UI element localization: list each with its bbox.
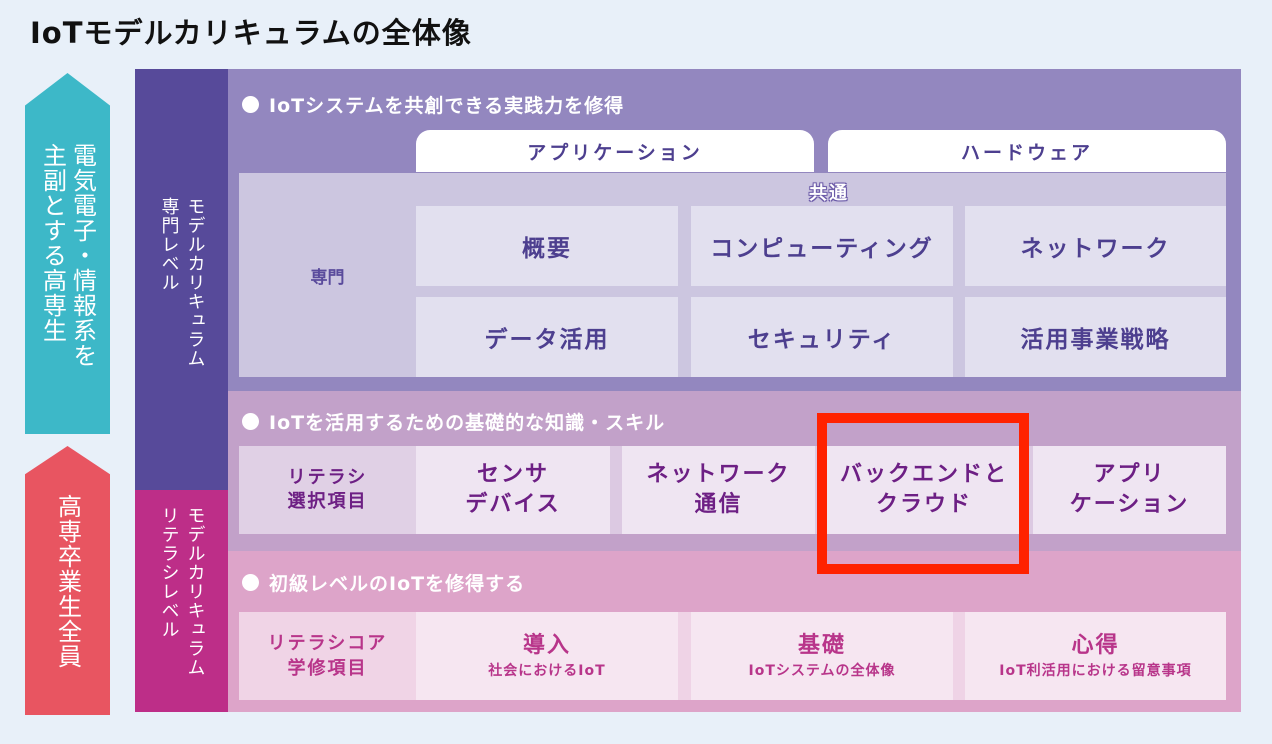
cell-main: 心得 <box>1071 633 1120 658</box>
cell-line1: アプリ <box>1093 462 1166 487</box>
cell-line2: クラウド <box>875 492 972 517</box>
literacy-level-bar: モデルカリキュラム リテラシレベル <box>135 490 228 712</box>
arrow-upper-label: 電気電子・情報系を 主副とする高専生 <box>38 143 97 368</box>
target-students-arrow-lower: 高専卒業生全員 <box>25 446 110 715</box>
literacy-level-label: モデルカリキュラム リテラシレベル <box>158 506 206 677</box>
cell-sub: IoT利活用における留意事項 <box>999 663 1192 679</box>
basic-cell-backend-cloud: バックエンドと クラウド <box>826 446 1022 534</box>
basic-section: IoTを活用するための基礎的な知識・スキル リテラシ 選択項目 センサ デバイス… <box>228 391 1241 551</box>
literacy-label-line1: リテラシコア <box>267 633 388 654</box>
expert-cell-security: セキュリティ <box>691 297 953 377</box>
literacy-cell-mindset: 心得 IoT利活用における留意事項 <box>965 612 1226 700</box>
expert-cell-network: ネットワーク <box>965 206 1226 286</box>
tab-hardware: ハードウェア <box>828 130 1226 172</box>
basic-heading-text: IoTを活用するための基礎的な知識・スキル <box>269 412 666 434</box>
basic-row-label: リテラシ 選択項目 <box>239 446 416 534</box>
literacy-label-line2: 学修項目 <box>287 658 368 679</box>
expert-cell-data: データ活用 <box>416 297 678 377</box>
expert-row-label: 専門 <box>310 267 345 288</box>
cell-sub: 社会におけるIoT <box>488 663 606 679</box>
literacy-cell-basics: 基礎 IoTシステムの全体像 <box>691 612 953 700</box>
literacy-row-label: リテラシコア 学修項目 <box>239 612 416 700</box>
expert-cell-overview: 概要 <box>416 206 678 286</box>
expert-cell-computing: コンピューティング <box>691 206 953 286</box>
cell-main: 導入 <box>522 633 571 658</box>
cell-line2: 通信 <box>694 492 743 517</box>
literacy-heading-text: 初級レベルのIoTを修得する <box>269 573 526 595</box>
page-title: IoTモデルカリキュラムの全体像 <box>30 16 472 50</box>
basic-label-line2: 選択項目 <box>287 491 368 512</box>
tab-application: アプリケーション <box>416 130 814 172</box>
cell-main: 基礎 <box>797 633 846 658</box>
expert-level-label: モデルカリキュラム 専門レベル <box>158 197 206 368</box>
basic-cell-application: アプリ ケーション <box>1033 446 1226 534</box>
bullet-icon <box>242 413 259 430</box>
expert-section: IoTシステムを共創できる実践力を修得 アプリケーション ハードウェア 共通 専… <box>228 69 1241 391</box>
basic-cell-network: ネットワーク 通信 <box>622 446 815 534</box>
literacy-row: リテラシコア 学修項目 導入 社会におけるIoT 基礎 IoTシステムの全体像 … <box>239 612 1226 700</box>
cell-line1: バックエンドと <box>839 462 1008 487</box>
basic-label-line1: リテラシ <box>287 467 368 488</box>
cell-line2: デバイス <box>465 492 561 517</box>
common-label: 共通 <box>809 183 849 204</box>
arrow-lower-label: 高専卒業生全員 <box>53 494 82 669</box>
cell-line1: センサ <box>476 462 549 487</box>
basic-section-heading: IoTを活用するための基礎的な知識・スキル <box>242 408 665 435</box>
literacy-cell-intro: 導入 社会におけるIoT <box>416 612 678 700</box>
target-students-arrow-upper: 電気電子・情報系を 主副とする高専生 <box>25 73 110 434</box>
expert-section-heading: IoTシステムを共創できる実践力を修得 <box>242 91 624 118</box>
bullet-icon <box>242 574 259 591</box>
bullet-icon <box>242 96 259 113</box>
literacy-section: 初級レベルのIoTを修得する リテラシコア 学修項目 導入 社会におけるIoT … <box>228 551 1241 712</box>
cell-line2: ケーション <box>1069 492 1190 517</box>
expert-level-bar: モデルカリキュラム 専門レベル <box>135 69 228 490</box>
literacy-section-heading: 初級レベルのIoTを修得する <box>242 569 525 596</box>
expert-panel: 共通 専門 概要 コンピューティング ネットワーク データ活用 セキュリティ 活… <box>239 173 1226 377</box>
basic-cell-sensor: センサ デバイス <box>416 446 610 534</box>
expert-heading-text: IoTシステムを共創できる実践力を修得 <box>269 95 625 117</box>
basic-row: リテラシ 選択項目 センサ デバイス ネットワーク 通信 バックエンドと クラウ… <box>239 446 1226 534</box>
cell-line1: ネットワーク <box>646 462 791 487</box>
cell-sub: IoTシステムの全体像 <box>748 663 896 679</box>
expert-cell-strategy: 活用事業戦略 <box>965 297 1226 377</box>
